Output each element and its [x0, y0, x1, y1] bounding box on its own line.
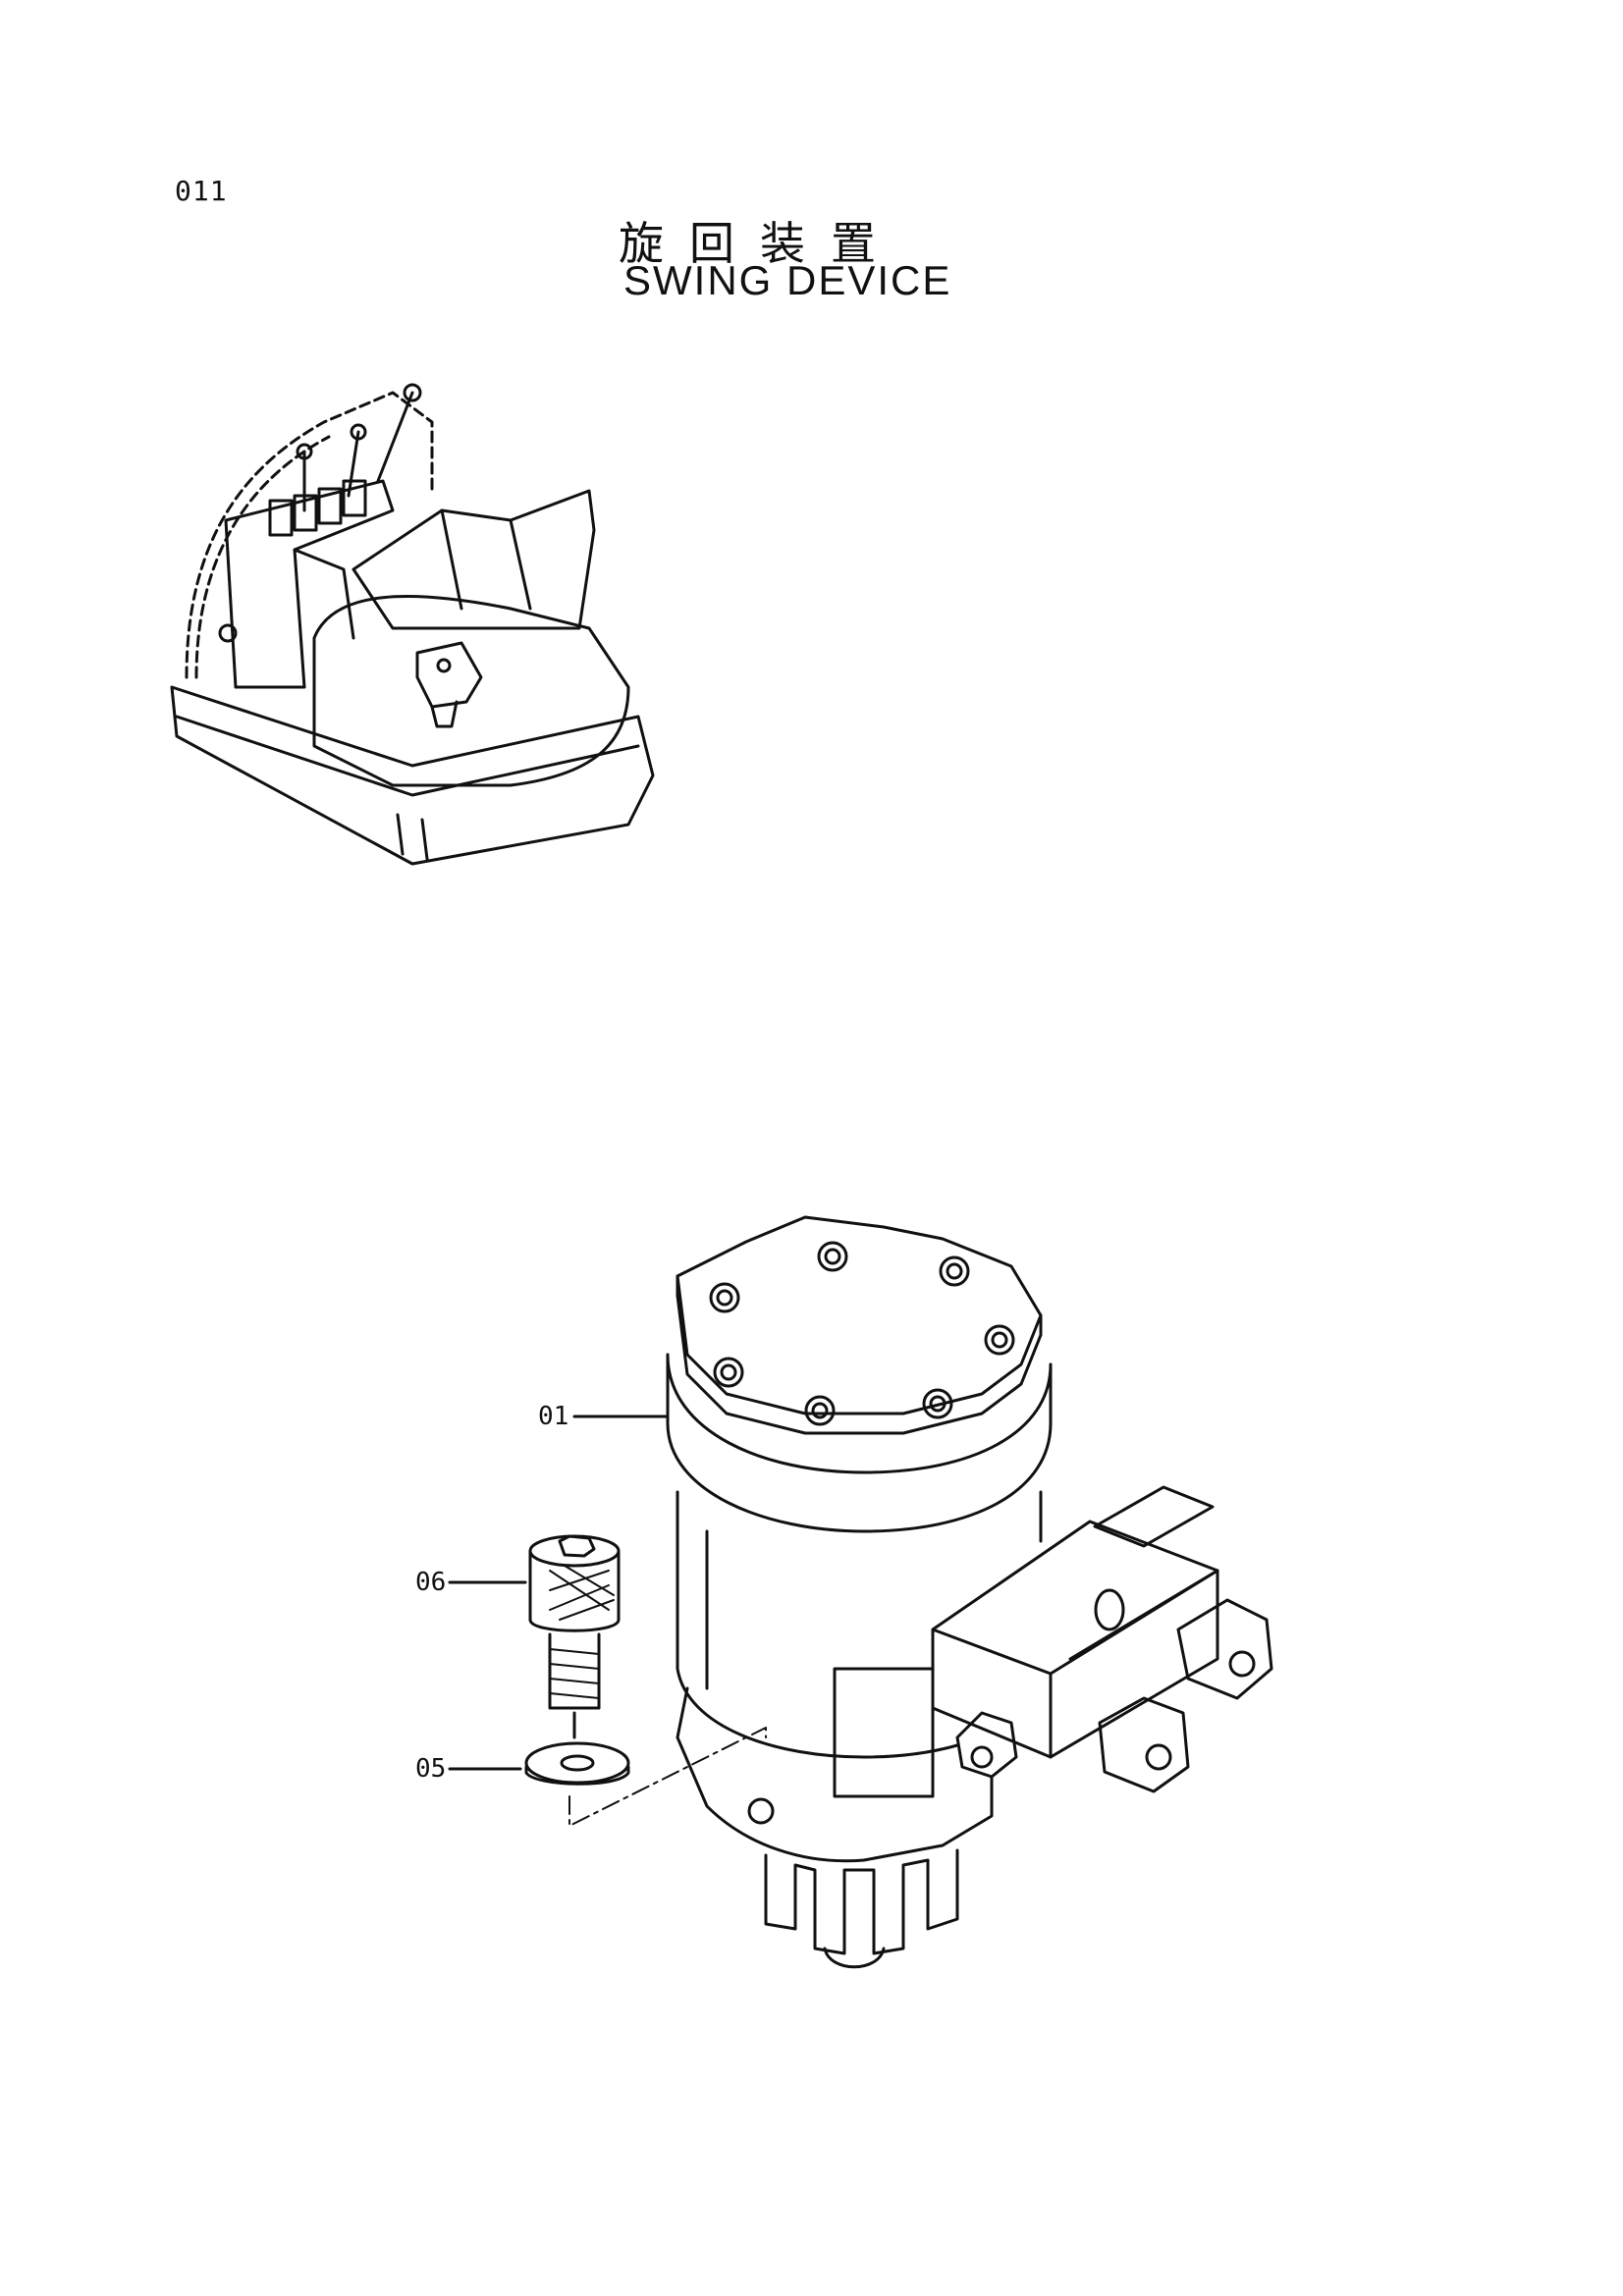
- callout-05: 05: [415, 1754, 447, 1784]
- page-code: 011: [175, 175, 228, 207]
- locator-illustration: [170, 383, 655, 866]
- name-plate: [1093, 1485, 1215, 1548]
- callout-leaders: [448, 1415, 670, 1771]
- cover-bolts: [709, 1241, 1015, 1426]
- valve-block: [931, 1520, 1219, 1759]
- swing-device-locator: [415, 641, 483, 728]
- top-cover: [676, 1215, 1043, 1415]
- page-title-japanese: 旋回装置: [619, 217, 901, 270]
- relief-plug: [955, 1711, 1018, 1779]
- base-frame: [170, 685, 655, 866]
- lever-mid: [347, 423, 367, 498]
- armrest-rail: [185, 391, 434, 679]
- port-fitting-lower: [1098, 1696, 1190, 1793]
- washer-illustration: [524, 1741, 630, 1786]
- seat-cushion: [312, 595, 630, 787]
- callout-06: 06: [415, 1568, 447, 1597]
- lever-left: [296, 443, 313, 512]
- seat-back: [352, 489, 596, 630]
- cap-screw-illustration: [528, 1534, 621, 1739]
- port-fitting-upper: [1176, 1598, 1273, 1700]
- assembly-line: [568, 1727, 767, 1827]
- control-stand: [224, 479, 395, 689]
- page-title: SWING DEVICE: [623, 257, 952, 303]
- lever-right: [376, 383, 422, 483]
- callout-01: 01: [538, 1402, 569, 1431]
- swing-device-illustration: [666, 1215, 1273, 1969]
- pinion-gear: [764, 1848, 959, 1955]
